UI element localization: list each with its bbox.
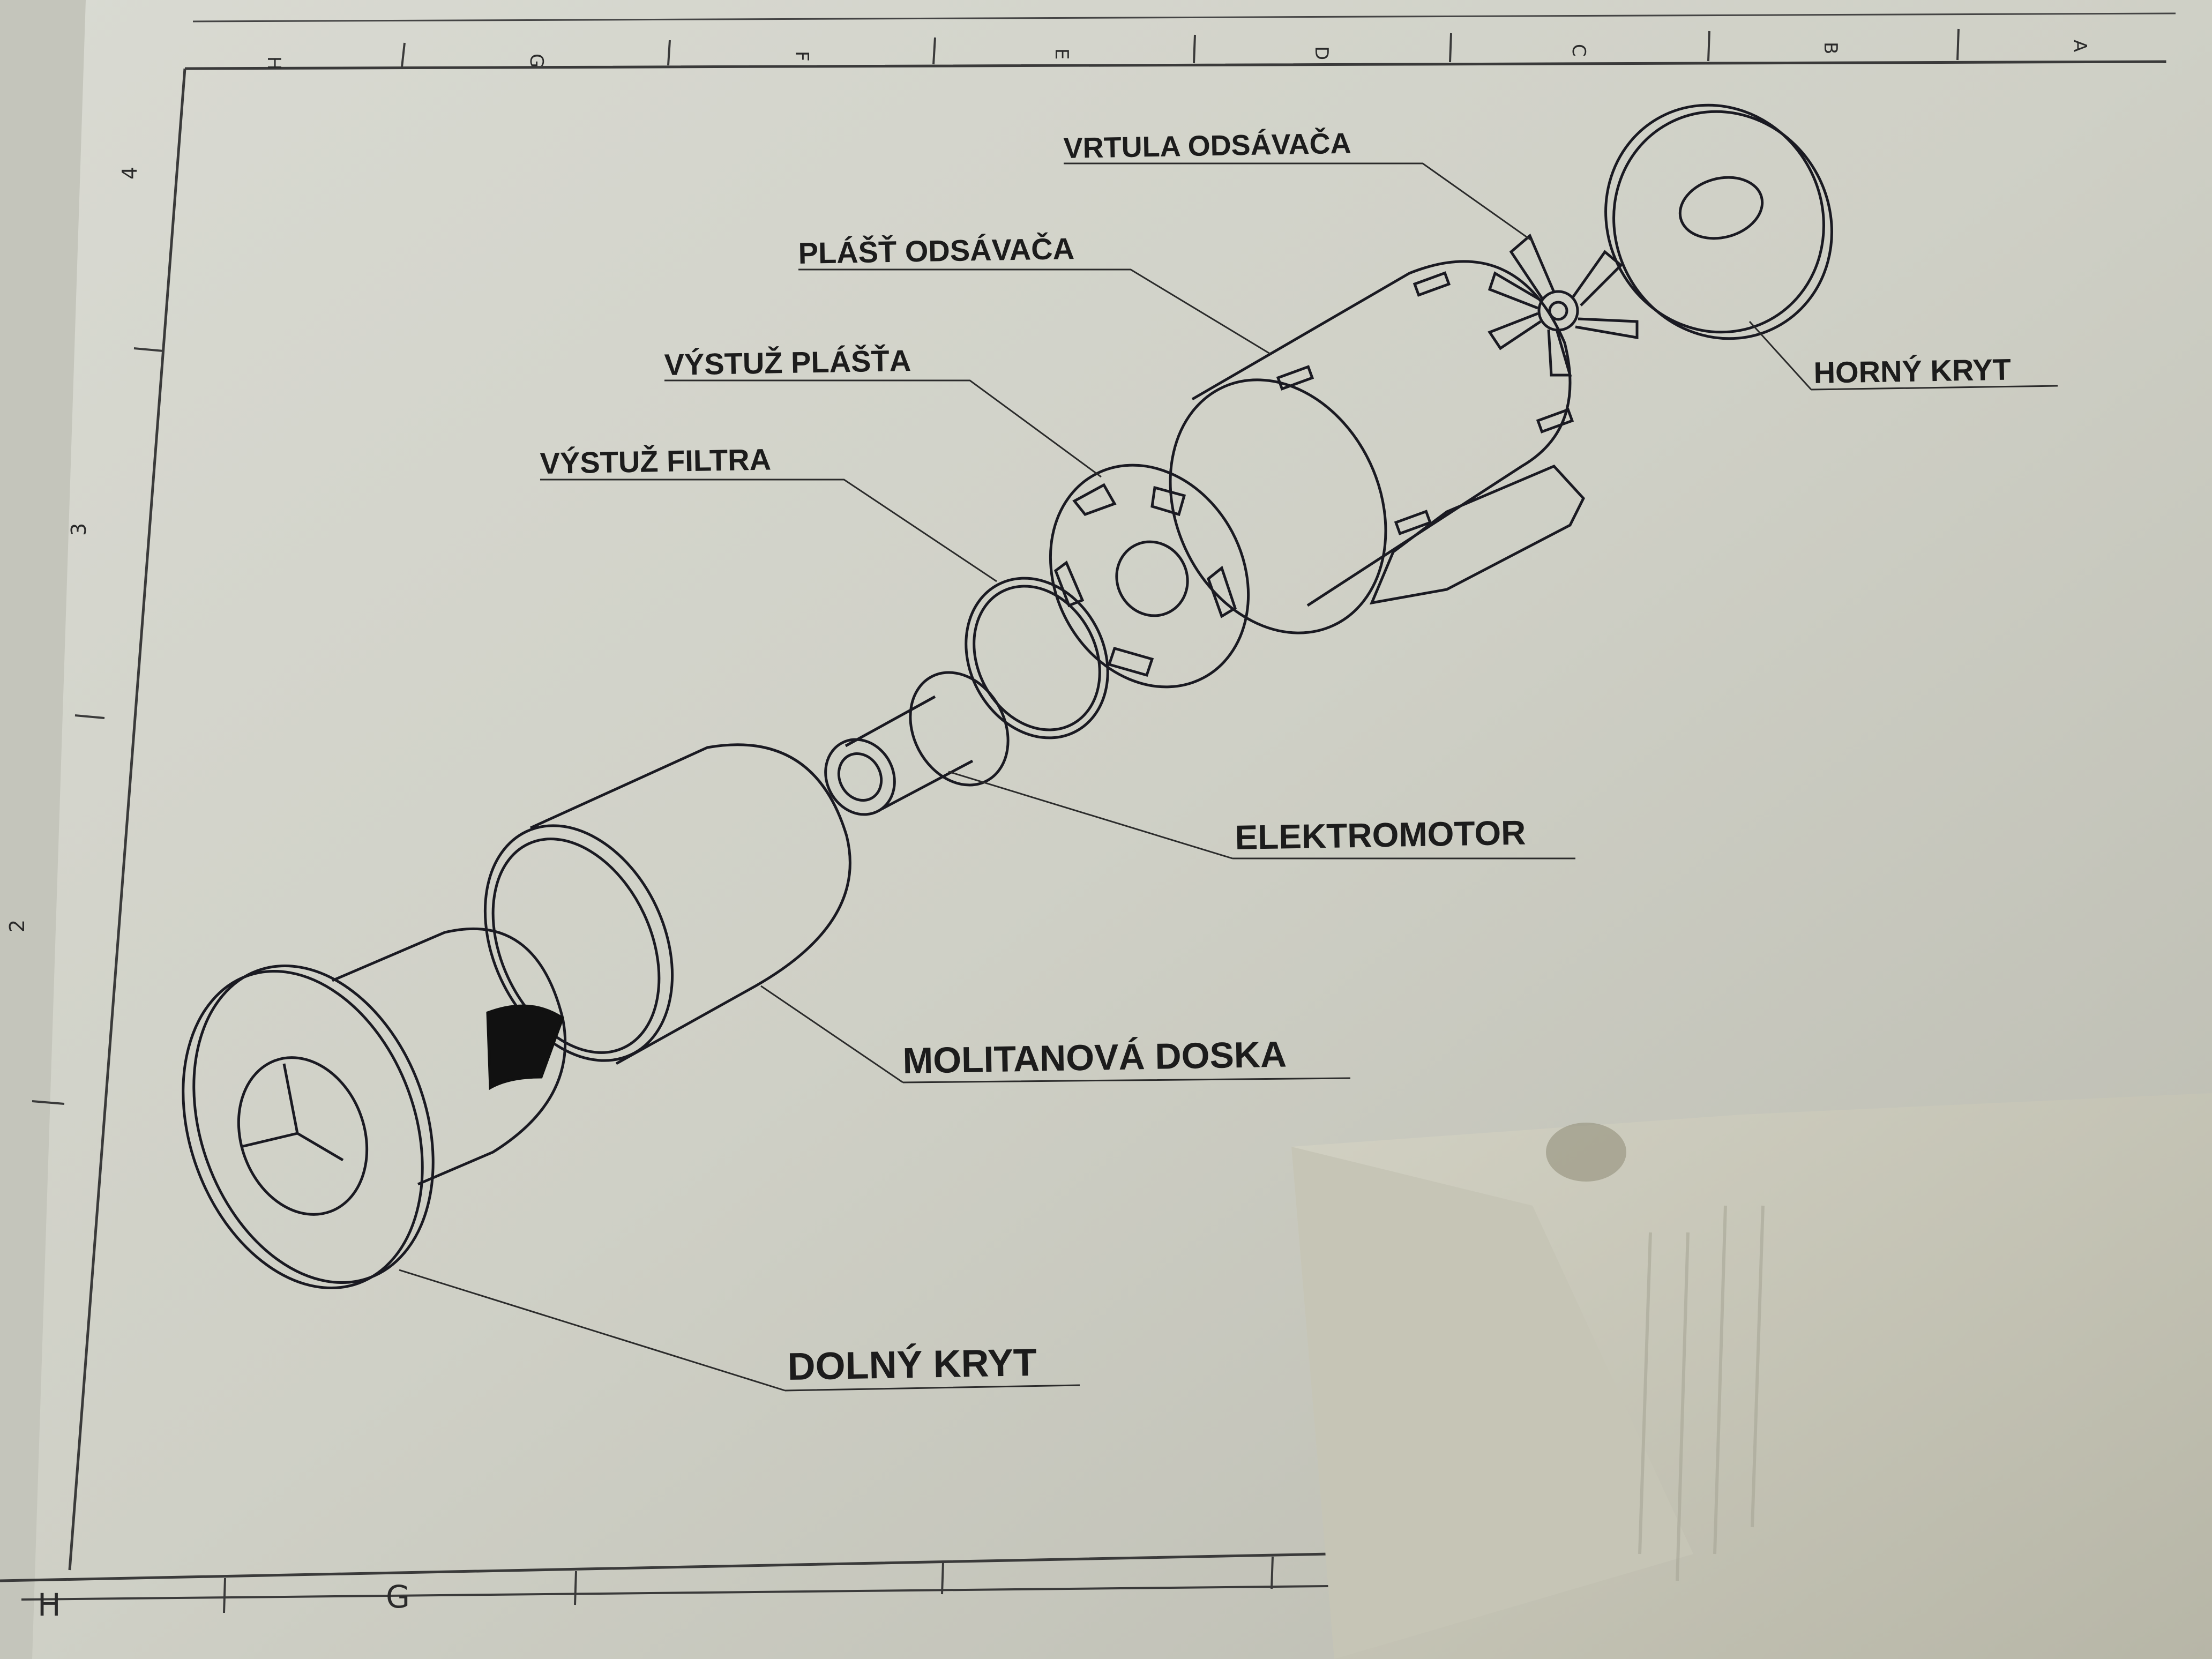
part-labels: VRTULA ODSÁVAČA PLÁŠŤ ODSÁVAČA VÝSTUŽ PL…	[540, 127, 2011, 1388]
vrtula-part	[1488, 233, 1639, 377]
border-letter: C	[1568, 44, 1589, 57]
border-letter: G	[386, 1579, 410, 1615]
plast-odsavaca-part	[1169, 260, 1586, 634]
border-bottom-letters: H G	[38, 1579, 410, 1623]
border-letter: D	[1311, 46, 1332, 60]
dolny-kryt-part	[182, 927, 567, 1289]
border-top-letters: H G F E D C B A	[263, 40, 2090, 70]
border-number: 3	[67, 523, 91, 536]
border-letter: B	[1820, 42, 1841, 54]
border-letter: G	[526, 54, 547, 68]
horny-kryt-part	[1604, 103, 1833, 340]
label-molitanova-doska: MOLITANOVÁ DOSKA	[902, 1034, 1287, 1081]
border-letter: H	[263, 56, 285, 70]
label-vystuz-filtra: VÝSTUŽ FILTRA	[540, 442, 771, 480]
border-left-numbers: 4 3 2	[5, 167, 141, 932]
label-vystuz-plasta: VÝSTUŽ PLÁŠŤA	[664, 343, 911, 382]
label-vrtula-odsavaca: VRTULA ODSÁVAČA	[1063, 127, 1351, 165]
border-letter: F	[791, 51, 812, 62]
label-dolny-kryt: DOLNÝ KRYT	[787, 1341, 1037, 1388]
border-letter: E	[1051, 48, 1072, 59]
border-number: 2	[5, 920, 29, 932]
border-letter: H	[38, 1587, 61, 1623]
border-letter: A	[2069, 40, 2090, 52]
border-number: 4	[118, 167, 141, 180]
vystuz-filtra-part	[965, 577, 1109, 739]
drawing-frame	[0, 12, 2176, 1613]
elektromotor-part	[824, 671, 1010, 816]
label-plast-odsavaca: PLÁŠŤ ODSÁVAČA	[798, 231, 1074, 270]
paper-edge-left	[0, 0, 86, 1659]
leader-lines	[399, 162, 2058, 1392]
molitanova-doska-part	[483, 743, 851, 1065]
overlapping-sheet	[1291, 1093, 2212, 1659]
label-elektromotor: ELEKTROMOTOR	[1235, 813, 1526, 857]
label-horny-kryt: HORNÝ KRYT	[1813, 353, 2011, 390]
